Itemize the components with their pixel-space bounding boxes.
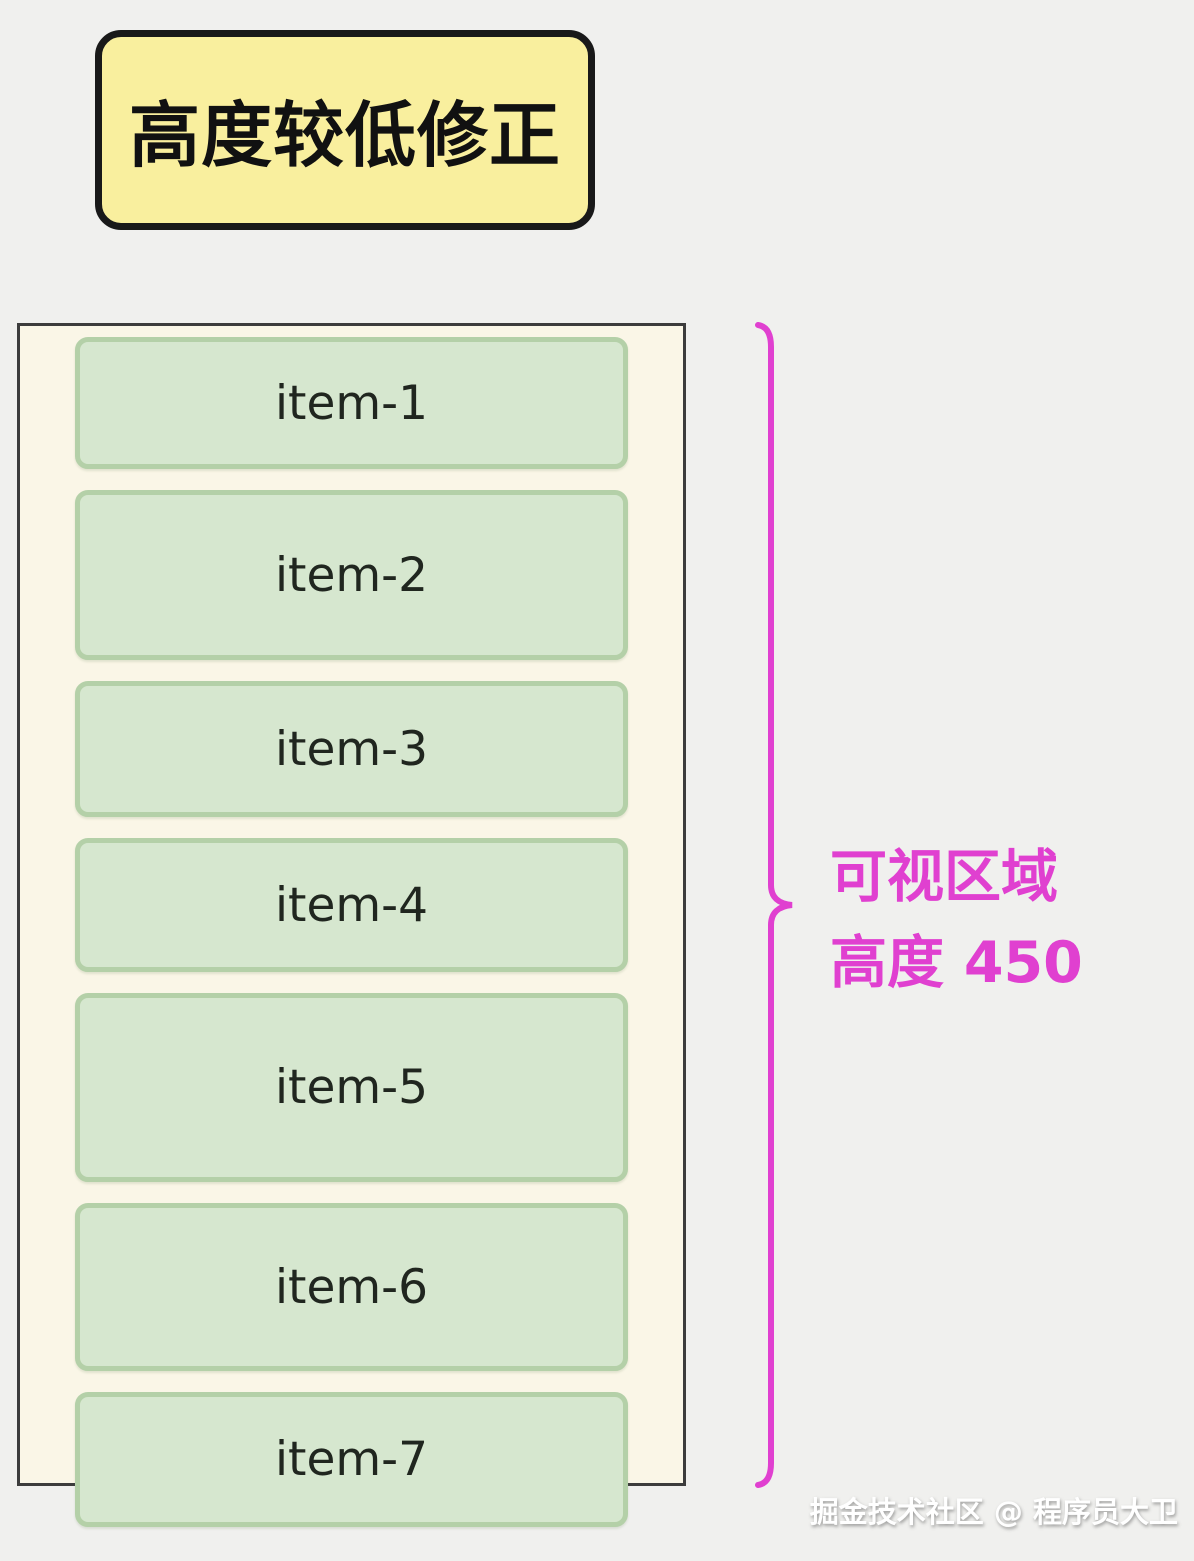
list-item: item-7 — [75, 1392, 628, 1527]
curly-brace-icon — [755, 322, 793, 1488]
watermark: 掘金技术社区 @ 程序员大卫 — [809, 1495, 1178, 1529]
list-item: item-5 — [75, 993, 628, 1182]
list-item: item-3 — [75, 681, 628, 817]
page-title: 高度较低修正 — [128, 94, 561, 177]
item-list: item-1 item-2 item-3 item-4 item-5 item-6 item… — [20, 337, 683, 1548]
list-item: item-4 — [75, 838, 628, 972]
list-item: item-1 — [75, 337, 628, 469]
annotation-line-2: 高度 450 — [830, 930, 1083, 996]
list-item: item-6 — [75, 1203, 628, 1371]
title-badge: 高度较低修正 — [95, 30, 595, 230]
viewport-container: item-1 item-2 item-3 item-4 item-5 item-6 item… — [17, 323, 686, 1527]
annotation-label: 可视区域 高度 450 — [830, 834, 1083, 1006]
list-item: item-2 — [75, 490, 628, 660]
annotation-line-1: 可视区域 — [830, 844, 1058, 910]
